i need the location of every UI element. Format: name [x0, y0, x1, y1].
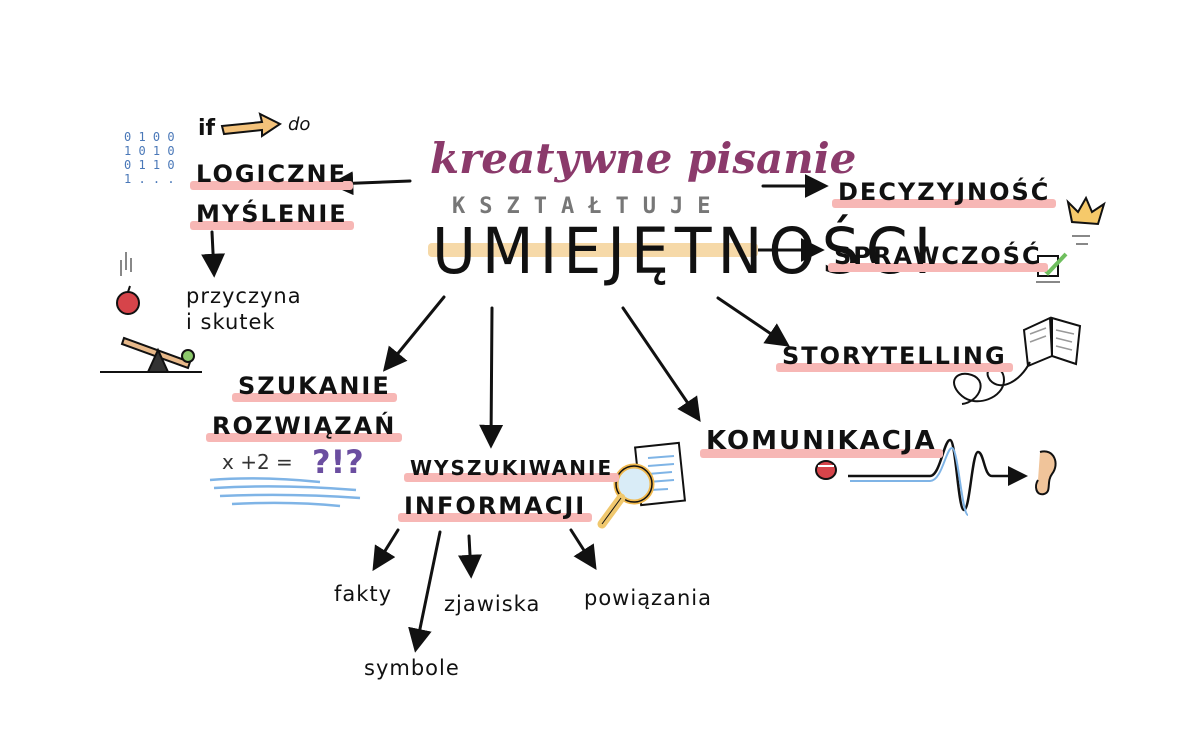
node-przyczyna-1: przyczyna — [186, 284, 302, 308]
if-do-arrow-icon — [220, 112, 282, 138]
skills-highlight — [428, 243, 758, 257]
node-storytelling: STORYTELLING — [776, 342, 1013, 372]
node-komunikacja: KOMUNIKACJA — [700, 426, 943, 458]
center-verb: KSZTAŁTUJE — [452, 194, 725, 219]
mouth-icon — [815, 460, 837, 480]
math-question-icon — [209, 477, 361, 508]
node-decyzyjnosc: DECYZYJNOŚĆ — [831, 178, 1057, 208]
falling-apple-icon — [116, 252, 140, 315]
node-wyszukiwanie-2: INFORMACJI — [397, 492, 593, 522]
node-szukanie-1: SZUKANIE — [232, 372, 397, 402]
center-title: kreatywne pisanie — [430, 134, 857, 183]
if-label: if — [198, 116, 216, 141]
open-book-icon — [1022, 316, 1082, 368]
equation-text: x +2 = — [222, 450, 293, 474]
arrow-to-wyszukiwanie — [479, 306, 504, 449]
magnifier-document-icon — [597, 441, 687, 529]
sound-wave-icon — [848, 438, 1028, 516]
ear-icon — [1035, 450, 1057, 496]
binary-code-icon: 0 1 0 0 1 0 1 0 0 1 1 0 1 . . . — [124, 130, 175, 186]
node-logiczne-2: MYŚLENIE — [190, 200, 354, 230]
story-swirl — [953, 361, 1031, 405]
leaf-symbole: symbole — [364, 656, 460, 680]
arrow-to-storytelling — [716, 296, 790, 347]
arrow-to-symbole — [408, 530, 442, 653]
arrow-to-zjawiska — [458, 534, 482, 579]
seesaw-icon — [100, 336, 202, 373]
arrow-to-przyczyna — [201, 230, 226, 278]
crown-icon — [1066, 195, 1106, 245]
arrow-to-komunikacja — [621, 306, 701, 422]
center-skills: UMIEJĘTNOŚCI — [432, 215, 938, 289]
leaf-zjawiska: zjawiska — [444, 592, 541, 616]
arrow-to-powiazania — [569, 528, 597, 571]
node-sprawczosc: SPRAWCZOŚĆ — [828, 242, 1048, 272]
node-wyszukiwanie-1: WYSZUKIWANIE — [403, 456, 620, 482]
leaf-powiazania: powiązania — [584, 586, 712, 610]
question-marks: ?!? — [312, 443, 364, 481]
node-szukanie-2: ROZWIĄZAŃ — [205, 412, 403, 442]
leaf-fakty: fakty — [334, 582, 393, 606]
do-label: do — [288, 114, 311, 135]
node-przyczyna-2: i skutek — [186, 310, 276, 334]
arrow-to-fakty — [372, 528, 400, 572]
arrow-to-szukanie — [382, 295, 446, 372]
node-logiczne-1: LOGICZNE — [190, 160, 353, 190]
